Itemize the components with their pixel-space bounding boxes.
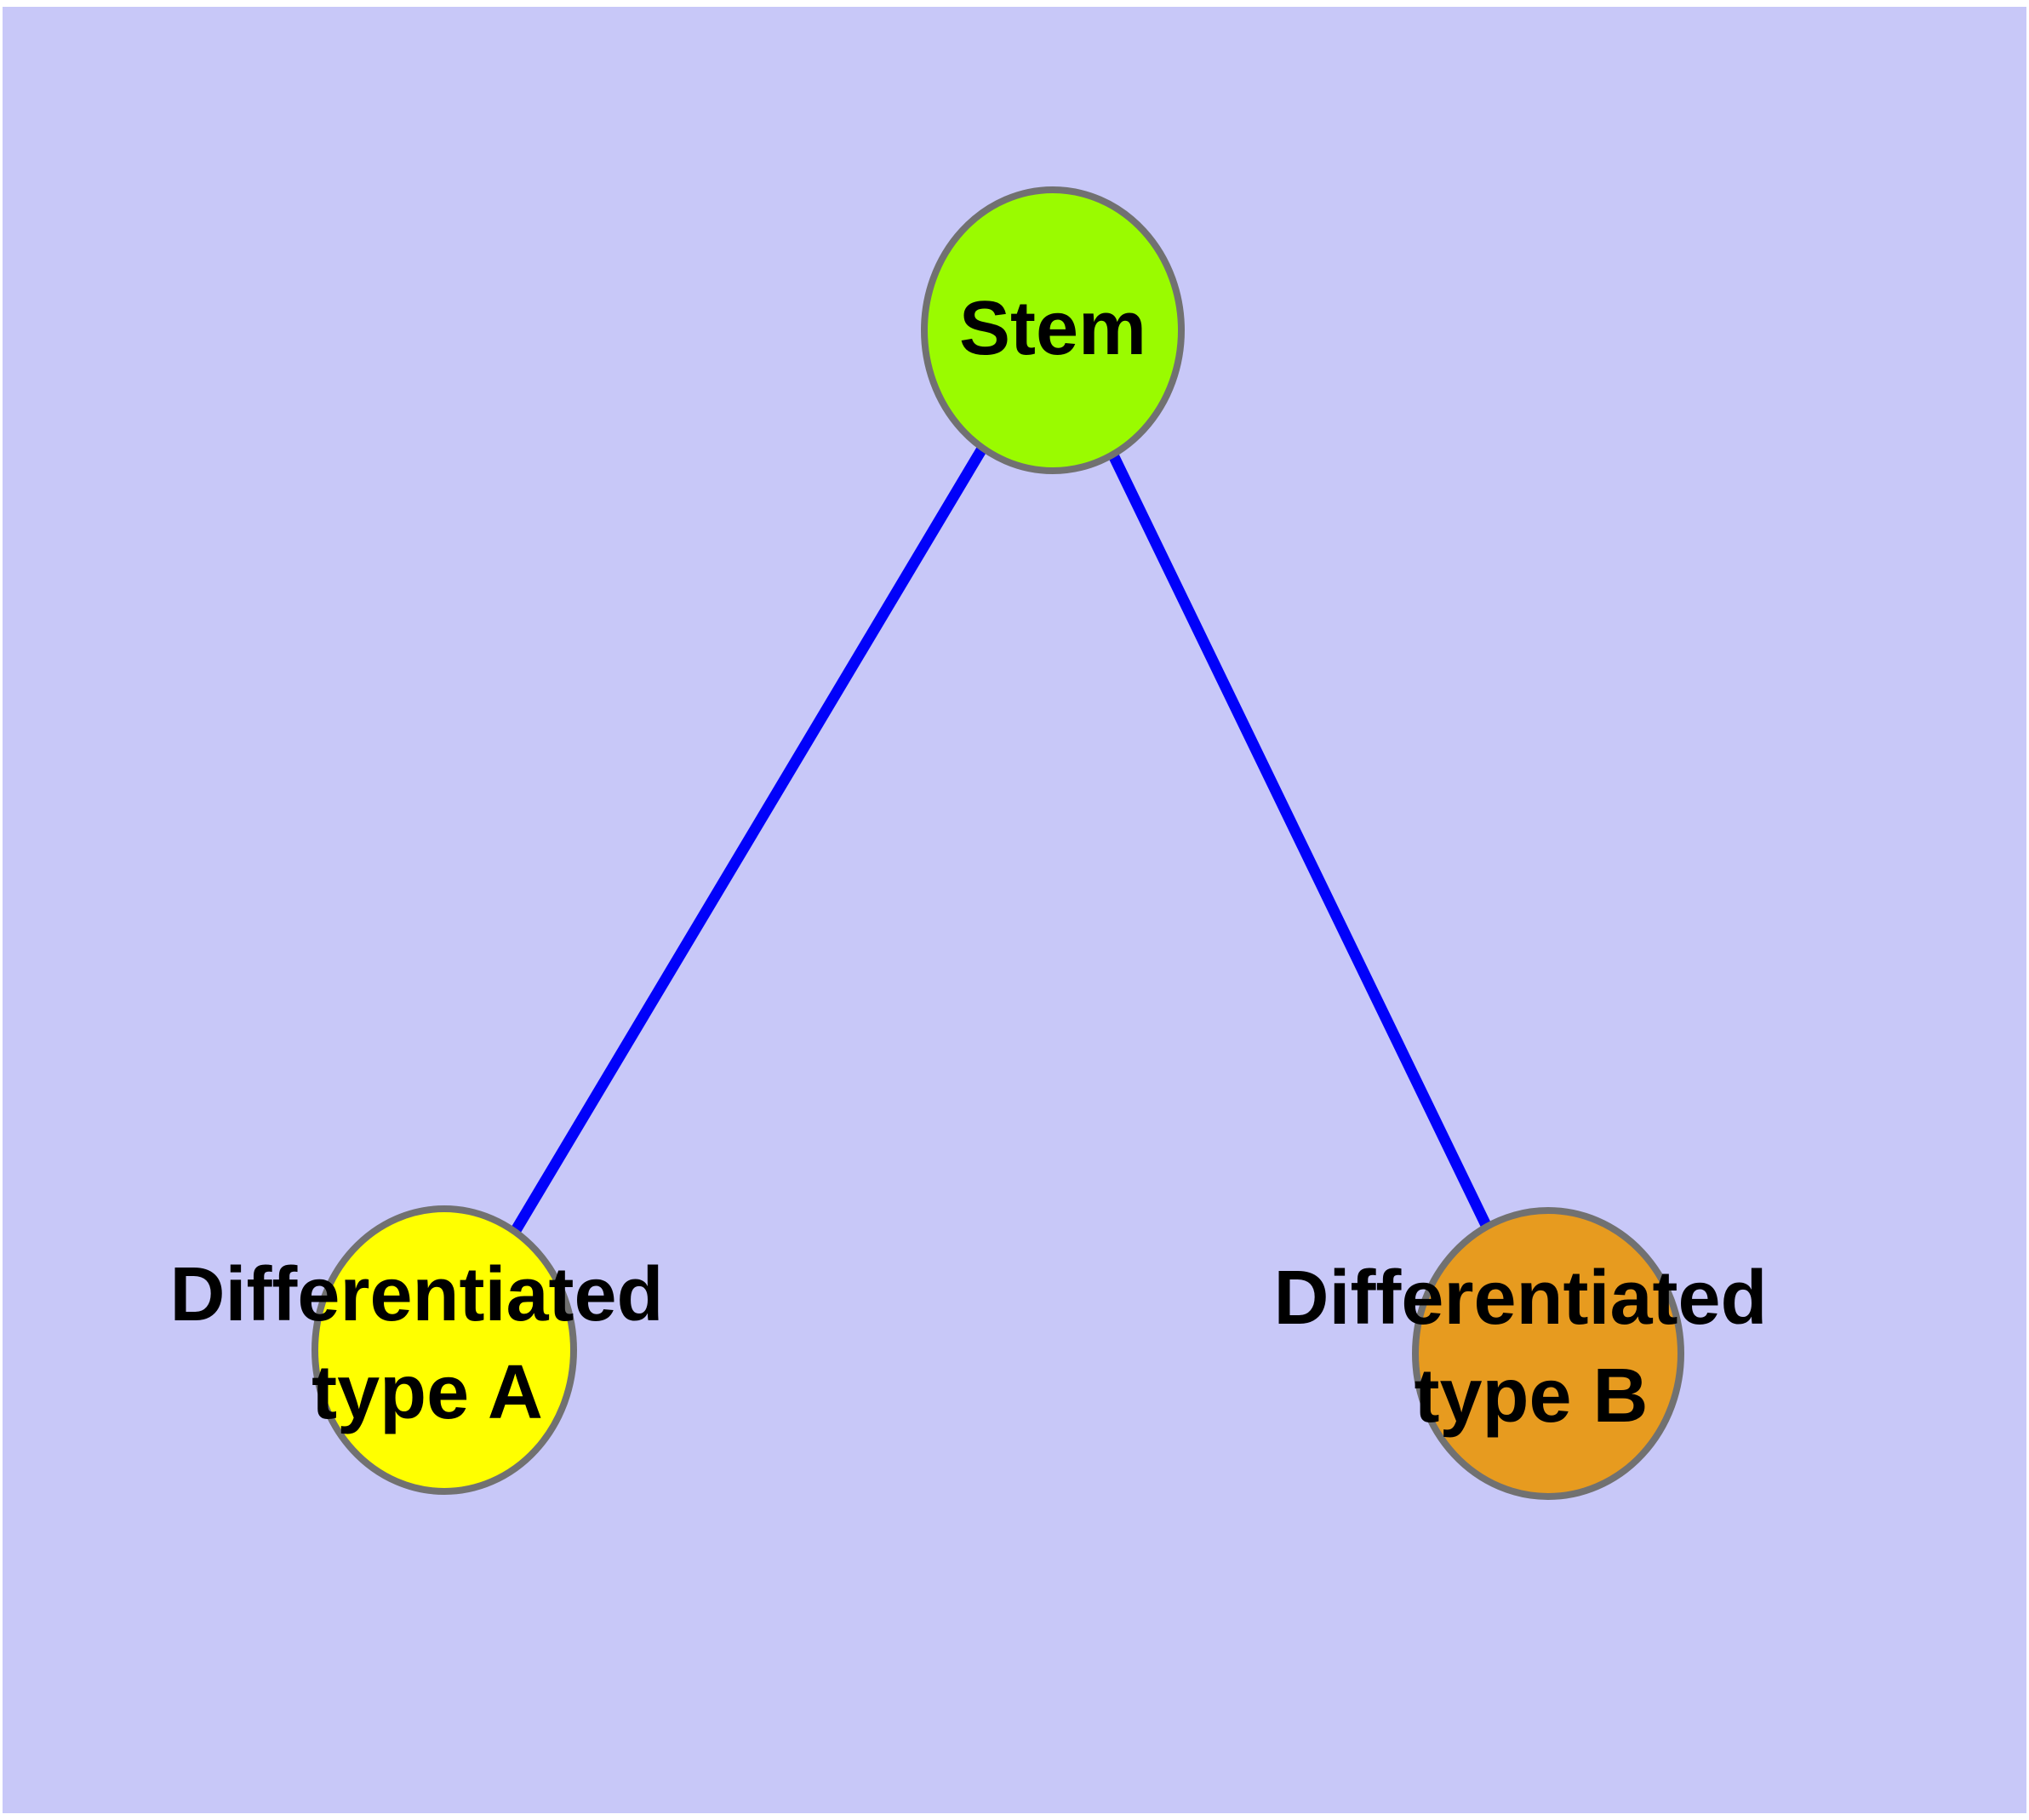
- edge-stem-to-type-b: [1048, 328, 1553, 1356]
- node-stem-label: Stem: [959, 286, 1146, 371]
- edge-stem-to-type-a: [439, 327, 1058, 1354]
- node-differentiated-type-a-label-line1: Differentiated: [169, 1252, 663, 1337]
- node-stem[interactable]: [921, 186, 1185, 474]
- node-differentiated-type-b[interactable]: [1412, 1207, 1684, 1500]
- node-differentiated-type-b-label-line1: Differentiated: [1273, 1256, 1767, 1341]
- node-stem-label-text: Stem: [959, 286, 1146, 371]
- node-differentiated-type-a[interactable]: [311, 1205, 577, 1495]
- node-differentiated-type-a-label: Differentiated type A: [169, 1252, 684, 1435]
- node-differentiated-type-b-label: Differentiated type B: [1273, 1256, 1788, 1439]
- node-differentiated-type-a-label-line2: type A: [311, 1350, 543, 1435]
- node-differentiated-type-b-label-line2: type B: [1414, 1354, 1648, 1439]
